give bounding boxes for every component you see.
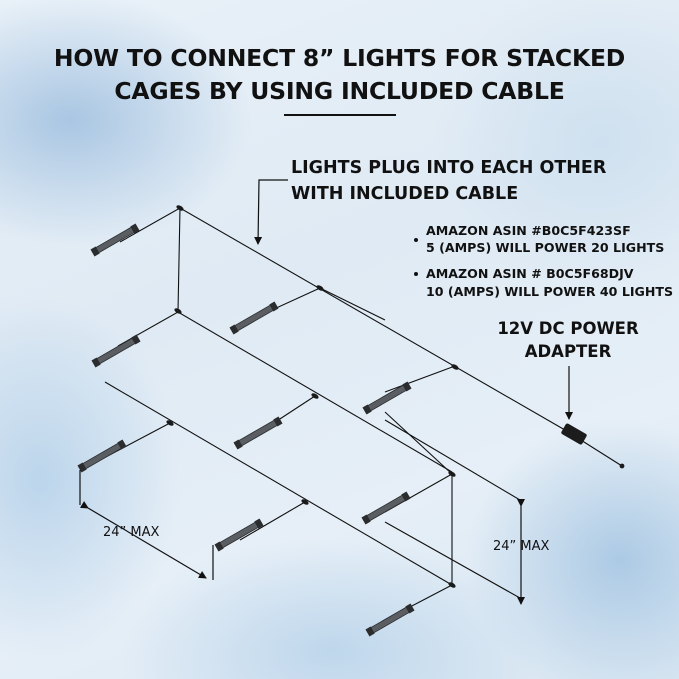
cable-connectors [166,205,459,588]
page-title-line2: CAGES BY USING INCLUDED CABLE [114,77,565,105]
connector-icon [166,420,174,426]
adapter-1-spec: 5 (AMPS) WILL POWER 20 LIGHTS [426,240,665,255]
power-adapter-icon [561,423,625,469]
horizontal-dimension-arrow [79,500,207,579]
cable [384,411,453,475]
connector-icon [451,364,459,370]
bullet-icon [414,272,418,276]
light-bar-icon [233,416,283,450]
light-bar-icon [77,439,127,473]
power-adapter-label-line1: 12V DC POWER [497,319,639,338]
cable [384,419,521,501]
cable [384,521,521,599]
connector-icon [448,471,456,477]
light-bar-icon [91,334,141,368]
cable [104,381,453,586]
light-bar-icon [90,223,140,257]
light-bar-icon [214,518,264,552]
adapter-1-asin: AMAZON ASIN #B0C5F423SF [426,223,631,238]
cable-note-line1: LIGHTS PLUG INTO EACH OTHER [291,158,607,178]
light-bar-icon [361,491,411,525]
connector-icon [301,499,309,505]
connector-icon [174,308,182,314]
cable [119,207,623,467]
cable [239,501,306,541]
bullet-icon [414,238,418,242]
light-bar-icon [365,603,415,637]
cable [177,207,181,313]
adapter-2-asin: AMAZON ASIN # B0C5F68DJV [426,266,634,281]
cable-note-arrow [254,179,288,245]
cable-note-line2: WITH INCLUDED CABLE [291,184,519,204]
page-title-line1: HOW TO CONNECT 8” LIGHTS FOR STACKED [53,44,626,72]
cable-lines [99,207,623,621]
light-bar-icon [229,301,279,335]
cable [384,365,456,393]
connector-icon [311,393,319,399]
led-light-bars [77,223,415,637]
power-adapter-label-line2: ADAPTER [524,342,612,361]
adapter-2-spec: 10 (AMPS) WILL POWER 40 LIGHTS [426,284,674,299]
connector-icon [448,582,456,588]
connector-icon [316,285,324,291]
light-bar-icon [362,381,412,415]
title-underline [284,114,396,116]
connector-icon [176,205,184,211]
